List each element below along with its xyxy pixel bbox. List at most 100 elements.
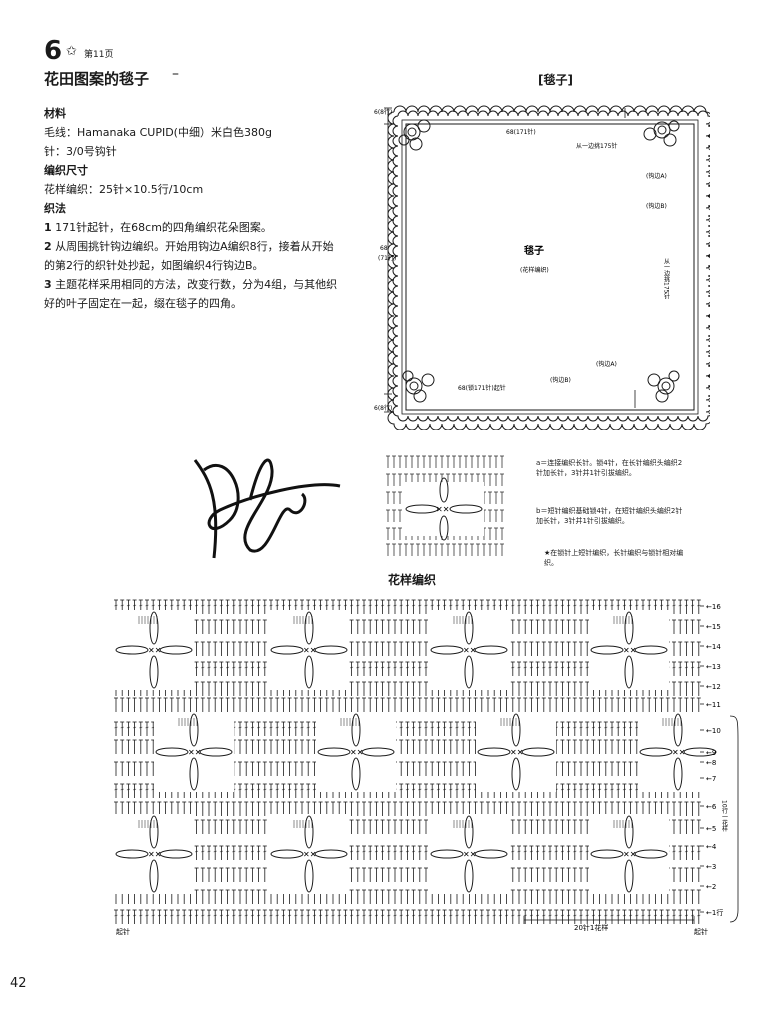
svg-text:✕✕: ✕✕ (436, 505, 449, 514)
motif-detail-chart: ✕✕ (386, 455, 504, 556)
title-dash: – (172, 66, 179, 82)
flower-motif-bottom-left (402, 370, 435, 403)
chart-row (114, 909, 701, 924)
row-label: ←2 (700, 883, 716, 891)
legend-a-mark: a (536, 459, 541, 467)
svg-text:←12: ←12 (706, 683, 721, 691)
page-reference: 第11页 (84, 50, 114, 60)
stitch-chart: ✕✕✕✕✕✕✕✕✕✕✕✕✕✕✕✕✕✕✕✕✕✕✕✕ ←16←15←14←13←12… (114, 599, 739, 936)
svg-text:←9: ←9 (706, 749, 716, 757)
svg-text:✕✕: ✕✕ (463, 646, 476, 655)
flower-stitch-motif: ✕✕ (429, 610, 509, 690)
step-text: 171针起针，在68cm的四角编织花朵图案。 (55, 221, 272, 234)
flower-stitch-motif: ✕✕ (429, 814, 509, 894)
row-label: ←8 (700, 759, 716, 767)
step-text: 主题花样采用相同的方法，改变行数，分为4组，与其他织好的叶子固定在一起，缀在毯子… (44, 278, 338, 310)
method-step: 1 171针起针，在68cm的四角编织花朵图案。 (44, 218, 344, 237)
gauge-heading: 编织尺寸 (44, 164, 88, 177)
page-number: 42 (10, 976, 27, 991)
svg-text:←2: ←2 (706, 883, 716, 891)
svg-text:✕✕: ✕✕ (148, 850, 161, 859)
svg-text:✕✕: ✕✕ (510, 748, 523, 757)
svg-text:←10: ←10 (706, 727, 721, 735)
instructions: 材料 毛线：Hamanaka CUPID(中细）米白色380g 针：3/0号钩针… (44, 104, 344, 313)
svg-text:←15: ←15 (706, 623, 721, 631)
repeat-label: 20针1花样 (574, 923, 608, 932)
edge-b-label: (钩边B) (646, 202, 667, 210)
materials-hook: 针：3/0号钩针 (44, 145, 117, 158)
row-label: ←9 (700, 749, 716, 757)
svg-text:←5: ←5 (706, 825, 716, 833)
row-label: ←3 (700, 863, 716, 871)
row-label: ←13 (700, 663, 721, 671)
row-label: ←12 (700, 683, 721, 691)
row-label: ←15 (700, 623, 721, 631)
svg-text:✕✕: ✕✕ (303, 646, 316, 655)
flower-stitch-motif: ✕✕ (589, 814, 669, 894)
svg-text:✕✕: ✕✕ (303, 850, 316, 859)
signature-scribble (193, 458, 341, 559)
legend-b-text: ＝短针编织基础锁4针，在短针编织头编织2针加长针，3针并1针引拔编织。 (536, 507, 683, 525)
flower-motif-top-right (643, 120, 680, 147)
flower-stitch-motif: ✕✕ (638, 712, 718, 792)
svg-text:←3: ←3 (706, 863, 716, 871)
gauge-value: 花样编织：25针×10.5行/10cm (44, 183, 204, 196)
svg-text:←11: ←11 (706, 701, 721, 709)
blanket-diagram: 6(8行) 6(8行) 68 (71行) 68(171针) 从一边挑175针 (… (374, 105, 710, 430)
step-number: 3 (44, 278, 52, 291)
edge-b-bottom-label: (钩边B) (550, 376, 571, 384)
row-label: ←16 (700, 603, 721, 611)
svg-text:✕✕: ✕✕ (350, 748, 363, 757)
materials-heading: 材料 (44, 107, 66, 120)
svg-text:←13: ←13 (706, 663, 721, 671)
bottom-start-label: 68(锁171针)起针 (458, 384, 506, 392)
legend-a: a＝连接编织长针。锁4针，在长针编织头编织2针加长针，3针并1针引拔编织。 (536, 458, 686, 478)
svg-text:✕✕: ✕✕ (463, 850, 476, 859)
row-label: ←7 (700, 775, 716, 783)
row-label: ←11 (700, 701, 721, 709)
method-step: 2 从周围挑针钩边编织。开始用钩边A编织8行，接着从开始的第2行的织针处抄起，如… (44, 237, 344, 275)
legend-a-text: ＝连接编织长针。锁4针，在长针编织头编织2针加长针，3针并1针引拔编织。 (536, 459, 683, 477)
svg-text:✕✕: ✕✕ (672, 748, 685, 757)
height-rows: (71行) (378, 254, 396, 262)
flower-stitch-motif: ✕✕ (269, 814, 349, 894)
svg-text:←7: ←7 (706, 775, 716, 783)
start-label-left: 起针 (116, 927, 130, 936)
legend-b: b＝短针编织基础锁4针，在短针编织头编织2针加长针，3针并1针引拔编织。 (536, 506, 686, 526)
height-label: 68 (380, 245, 388, 252)
page-title: 花田图案的毯子 (44, 70, 150, 88)
top-width-label: 68(171针) (506, 128, 536, 136)
svg-text:←1行: ←1行 (706, 908, 723, 917)
svg-text:✕✕: ✕✕ (623, 646, 636, 655)
row-label: ←1行 (700, 908, 723, 917)
flower-stitch-motif: ✕✕ (269, 610, 349, 690)
flower-motif-top-left (398, 119, 431, 151)
flower-stitch-motif: ✕✕ (476, 712, 556, 792)
scalloped-border (387, 105, 710, 430)
blanket-outline (405, 123, 695, 411)
star-icon: ✩ (66, 44, 77, 59)
step-text: 从周围挑针钩边编织。开始用钩边A编织8行，接着从开始的第2行的织针处抄起，如图编… (44, 240, 334, 272)
edge-a-bottom-label: (钩边A) (596, 360, 617, 368)
flower-stitch-motif: ✕✕ (316, 712, 396, 792)
scalloped-border-inner (392, 110, 710, 422)
legend-c: ★在锁针上短针编织，长针编织与锁针相对编织。 (544, 549, 684, 567)
row-label: ←4 (700, 843, 717, 851)
repeat-rows-note: 10行一花样 (721, 800, 728, 833)
row-label: ←14 (700, 643, 721, 651)
step-number: 1 (44, 221, 52, 234)
stitch-chart-title: 花样编织 (388, 573, 437, 587)
flower-stitch-motif: ✕✕ (114, 610, 194, 690)
method-step: 3 主题花样采用相同的方法，改变行数，分为4组，与其他织好的叶子固定在一起，缀在… (44, 275, 344, 313)
pattern-number: 6 (44, 36, 63, 66)
svg-text:←4: ←4 (706, 843, 717, 851)
svg-text:←6: ←6 (706, 803, 717, 811)
border-rows-bottom: 6(8行) (374, 404, 392, 412)
pickup-right-label: 从一边挑175针 (663, 258, 670, 301)
svg-text:从一边挑175针: 从一边挑175针 (663, 258, 670, 301)
edge-a-label: (钩边A) (646, 172, 667, 180)
svg-text:←16: ←16 (706, 603, 721, 611)
chart-row (114, 697, 701, 712)
step-number: 2 (44, 240, 52, 253)
blanket-label: [毯子] (538, 73, 573, 87)
